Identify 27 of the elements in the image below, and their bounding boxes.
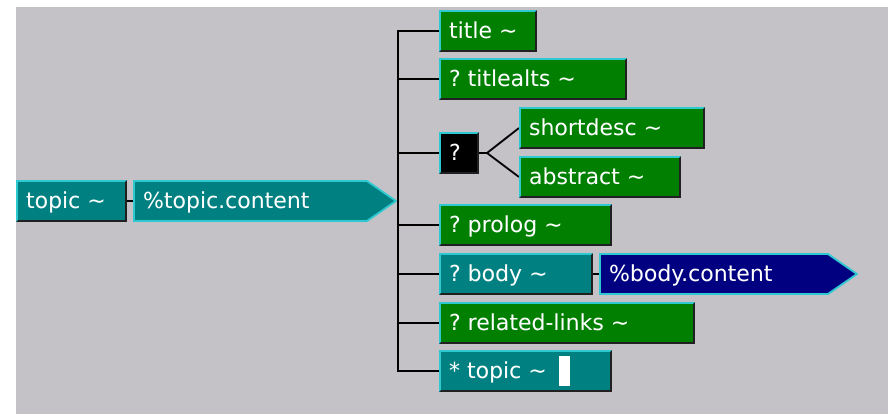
element-box [519, 107, 705, 149]
choice-box [439, 132, 479, 174]
element-label: shortdesc ~ [529, 116, 662, 140]
element-box [439, 302, 695, 344]
element-label: ? related-links ~ [449, 310, 630, 336]
element-label: ? body ~ [449, 262, 548, 286]
tree-connector [396, 152, 439, 202]
element-label: topic ~ [26, 188, 106, 214]
element-box [439, 58, 627, 100]
tree-connector [396, 200, 439, 372]
element-box [439, 350, 612, 392]
element-label: ? titlealts ~ [449, 66, 576, 92]
tree-connector [127, 200, 133, 202]
element-label: %topic.content [143, 188, 310, 214]
tree-connector [479, 152, 520, 178]
element-box [439, 253, 593, 295]
element-label: title ~ [449, 18, 518, 44]
element-box [439, 204, 612, 246]
element-label: abstract ~ [529, 164, 646, 190]
element-box [519, 156, 681, 198]
tree-connector [593, 273, 599, 275]
element-label: %body.content [609, 262, 772, 286]
element-label: ? [449, 140, 461, 166]
element-box [16, 180, 127, 222]
element-label: ? prolog ~ [449, 212, 563, 238]
element-box [439, 10, 537, 52]
element-label: * topic ~ [449, 358, 547, 384]
